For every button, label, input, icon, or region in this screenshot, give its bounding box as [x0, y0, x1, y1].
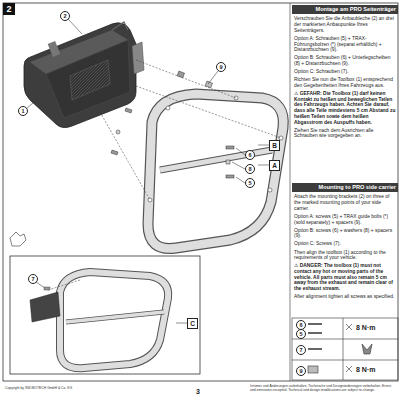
instruction-text: Then align the toolbox (1) according to … [292, 250, 398, 261]
side-carrier [148, 94, 283, 249]
page-frame [3, 3, 398, 381]
callout-number: 8 [245, 164, 255, 174]
callout-number: 9 [296, 366, 306, 376]
callout-number: 1 [18, 106, 28, 116]
instruction-text: Option A: Schrauben (5) + TRAX-Führungsb… [292, 36, 398, 53]
torque-value: 8 N·m [356, 366, 375, 374]
callout-number: 5 [245, 178, 255, 188]
legal-note: Irrtümer und Änderungen vorbehalten. Tec… [250, 384, 396, 392]
instruction-text: ⚠ GEFAHR: Die Toolbox (1) darf keinen Ko… [292, 91, 398, 125]
instruction-panel: Mounting to PRO side carrierAttach the m… [292, 183, 398, 300]
instruction-text: Richten Sie nun die Toolbox (1) entsprec… [292, 77, 398, 88]
option-letter: C [187, 318, 198, 329]
instruction-text: Option B: Schrauben (6) + Unterlegscheib… [292, 55, 398, 66]
mounting-hardware [100, 0, 294, 200]
inset-view [10, 256, 200, 374]
callout-number: 7 [296, 345, 306, 355]
instruction-text: Verschrauben Sie die Anbaubleche (2) an … [292, 16, 398, 33]
instruction-text: Option C: Schrauben (7). [292, 69, 398, 75]
callout-number: 5 [296, 329, 306, 339]
step-number: 2 [3, 3, 15, 15]
callout-number: 7 [28, 274, 38, 284]
instruction-panel: Montage am PRO SeitenträgerVerschrauben … [292, 5, 398, 139]
callout-number: 6 [245, 150, 255, 160]
torque-table [292, 318, 398, 380]
instruction-text: Ziehen Sie nach dem Ausrichten alle Schr… [292, 128, 398, 139]
column-divider [290, 3, 291, 381]
hand-icon [10, 232, 26, 246]
instruction-text: Attach the mounting brackets (2) on thre… [292, 194, 398, 211]
instruction-text: Option A: screws (5) + TRAX guide bolts … [292, 214, 398, 225]
instruction-text: Option C: Screws (7). [292, 241, 398, 247]
page-number: 3 [196, 388, 200, 395]
copyright-note: Copyright by SW-MOTECH GmbH & Co. KG [5, 386, 85, 390]
section-heading: Mounting to PRO side carrier [292, 183, 398, 192]
instruction-text: ⚠ DANGER: The toolbox (1) must not conta… [292, 263, 398, 292]
section-heading: Montage am PRO Seitenträger [292, 5, 398, 14]
option-letter: A [269, 160, 280, 171]
instruction-text: Option B: screws (6) + washers (8) + spa… [292, 228, 398, 239]
toolbox [24, 22, 144, 128]
callout-number: 9 [216, 62, 226, 72]
option-letter: B [269, 140, 280, 151]
instruction-text: After alignment tighten all screws as sp… [292, 294, 398, 300]
torque-value: 8 N·m [356, 324, 375, 332]
callout-number: 2 [60, 11, 70, 21]
